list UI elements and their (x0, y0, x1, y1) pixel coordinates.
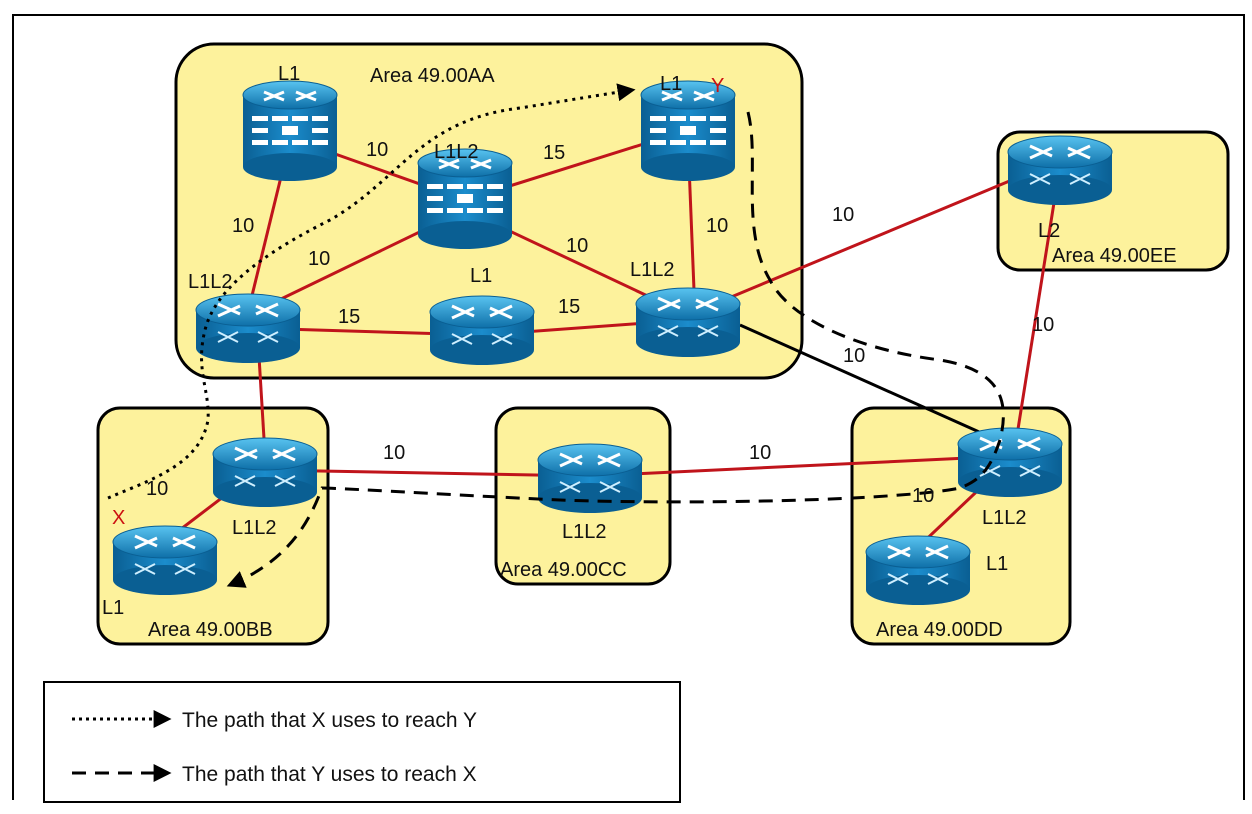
router-aa-center (416, 147, 514, 251)
router-aa-right-label: L1L2 (630, 259, 675, 281)
metric-middle-right: 15 (558, 296, 580, 318)
router-bb-host-label: L1 (102, 597, 124, 619)
marker-y: Y (711, 75, 724, 97)
router-ee (1006, 134, 1114, 207)
metric-dd-host: 10 (912, 485, 934, 507)
metric-right-dd: 10 (843, 345, 865, 367)
router-aa-center-label: L1L2 (434, 141, 479, 163)
link-right-dd (739, 323, 1016, 450)
router-cc-label: L1L2 (562, 521, 607, 543)
router-dd (956, 426, 1064, 499)
router-aa-top-left-label: L1 (278, 63, 300, 85)
router-aa-left (194, 292, 302, 365)
path-y-to-x (226, 111, 1005, 588)
router-bb-host (111, 524, 219, 597)
legend-dashed-label: The path that Y uses to reach X (182, 763, 477, 786)
metric-tl-center: 10 (366, 139, 388, 161)
legend: The path that X uses to reach Y The path… (43, 681, 681, 803)
metric-left-middle: 15 (338, 306, 360, 328)
router-ee-label: L2 (1038, 220, 1060, 242)
router-bb (211, 436, 319, 509)
router-dd-host (864, 534, 972, 607)
router-aa-middle (428, 294, 536, 367)
metric-bb-host: 10 (146, 478, 168, 500)
metric-ee-dd: 10 (1032, 314, 1054, 336)
router-dd-host-label: L1 (986, 553, 1008, 575)
router-aa-top-right-label: L1 (660, 73, 682, 95)
metric-tr-right: 10 (706, 215, 728, 237)
router-dd-label: L1L2 (982, 507, 1027, 529)
router-aa-top-left (241, 79, 339, 183)
metric-center-tr: 15 (543, 142, 565, 164)
area-bb-label: Area 49.00BB (148, 619, 273, 641)
router-aa-middle-label: L1 (470, 265, 492, 287)
metric-cc-dd: 10 (749, 442, 771, 464)
area-cc-label: Area 49.00CC (500, 559, 627, 581)
metric-center-right: 10 (566, 235, 588, 257)
router-aa-right (634, 286, 742, 359)
metric-bb-cc: 10 (383, 442, 405, 464)
router-aa-left-label: L1L2 (188, 271, 233, 293)
metric-left-center: 10 (308, 248, 330, 270)
area-aa-label: Area 49.00AA (370, 65, 495, 87)
metric-tl-left: 10 (232, 215, 254, 237)
legend-dotted-label: The path that X uses to reach Y (182, 709, 477, 732)
metric-right-ee: 10 (832, 204, 854, 226)
area-dd-label: Area 49.00DD (876, 619, 1003, 641)
marker-x: X (112, 507, 125, 529)
router-bb-label: L1L2 (232, 517, 277, 539)
area-ee-label: Area 49.00EE (1052, 245, 1177, 267)
